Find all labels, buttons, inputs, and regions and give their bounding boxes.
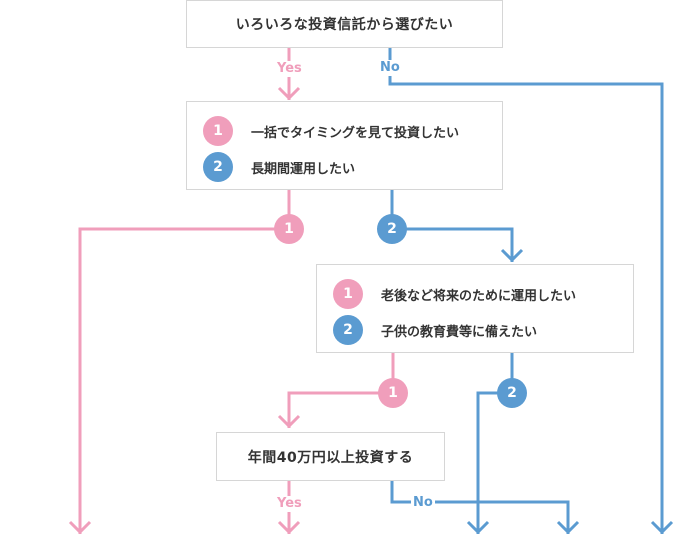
q3-option-1: 1 老後など将来のために運用したい bbox=[333, 279, 576, 309]
q3-branch-1-marker: 1 bbox=[378, 378, 408, 408]
q2-option-2-badge: 2 bbox=[203, 152, 233, 182]
q3-branch2-line bbox=[476, 353, 514, 534]
question-4-text: 年間40万円以上投資する bbox=[247, 449, 414, 466]
q3-option-2-badge: 2 bbox=[333, 315, 363, 345]
question-1-box: いろいろな投資信託から選びたい bbox=[186, 0, 503, 48]
q2-branch2-arrowhead bbox=[500, 248, 524, 263]
q2-branch-1-marker: 1 bbox=[274, 214, 304, 244]
question-2-box: 1 一括でタイミングを見て投資したい 2 長期間運用したい bbox=[186, 101, 503, 190]
q3-branch-2-marker: 2 bbox=[497, 378, 527, 408]
q4-yes-arrowhead bbox=[277, 520, 301, 535]
q4-no-label: No bbox=[411, 495, 435, 511]
question-1-text: いろいろな投資信託から選びたい bbox=[235, 17, 454, 33]
question-4-box: 年間40万円以上投資する bbox=[216, 432, 445, 481]
q2-branch1-arrowhead bbox=[68, 520, 92, 535]
q2-branch-2-marker: 2 bbox=[377, 214, 407, 244]
q4-yes-label: Yes bbox=[275, 496, 304, 512]
q1-yes-arrowhead bbox=[277, 86, 301, 101]
q2-branch1-line bbox=[78, 190, 291, 534]
q2-option-1-badge: 1 bbox=[203, 116, 233, 146]
q3-branch1-arrowhead bbox=[277, 414, 301, 429]
question-3-box: 1 老後など将来のために運用したい 2 子供の教育費等に備えたい bbox=[316, 264, 634, 353]
q3-branch2-arrowhead bbox=[466, 520, 490, 535]
q3-option-1-badge: 1 bbox=[333, 279, 363, 309]
q2-option-1-text: 一括でタイミングを見て投資したい bbox=[251, 125, 460, 141]
q2-option-2-text: 長期間運用したい bbox=[251, 161, 356, 177]
q1-yes-label: Yes bbox=[275, 61, 304, 77]
q3-option-1-text: 老後など将来のために運用したい bbox=[381, 288, 577, 304]
q2-branch2-line bbox=[390, 190, 514, 262]
q1-no-arrowhead bbox=[650, 520, 674, 535]
q3-option-2-text: 子供の教育費等に備えたい bbox=[381, 324, 538, 340]
q3-option-2: 2 子供の教育費等に備えたい bbox=[333, 315, 537, 345]
q4-no-line bbox=[390, 481, 570, 534]
q4-no-arrowhead bbox=[556, 520, 580, 535]
q2-option-2: 2 長期間運用したい bbox=[203, 152, 355, 182]
q3-branch1-line bbox=[287, 353, 395, 428]
q1-no-label: No bbox=[378, 60, 402, 76]
q2-option-1: 1 一括でタイミングを見て投資したい bbox=[203, 116, 459, 146]
